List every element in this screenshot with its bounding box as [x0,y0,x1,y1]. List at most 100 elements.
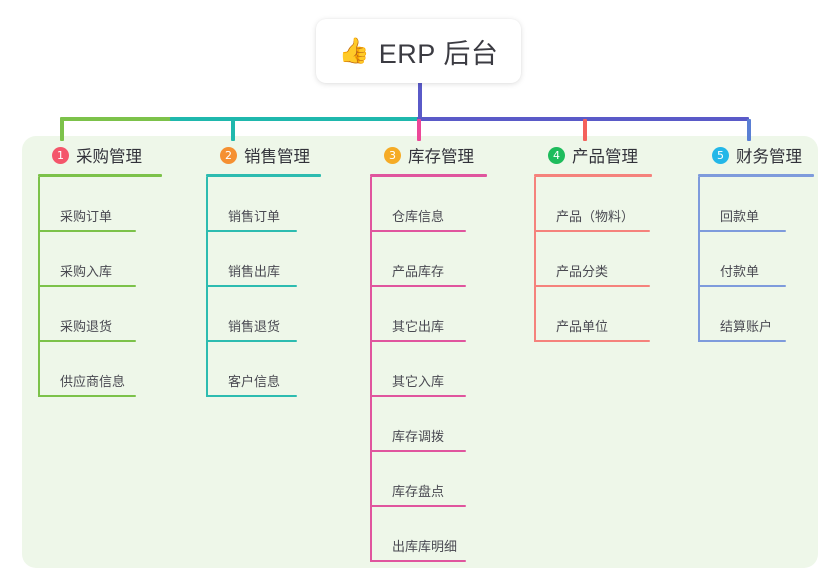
leaf-label: 产品单位 [556,319,609,334]
leaf-item[interactable]: 销售出库 [206,232,371,287]
leaf-underline [370,450,466,452]
leaf-label: 采购订单 [60,209,113,224]
diagram-board [22,136,818,568]
column-underline [38,174,162,177]
leaf-item[interactable]: 回款单 [698,177,838,232]
column-trunk-line [698,177,700,342]
connector-drop-col-1 [60,119,64,141]
column-sales: 2 销售管理销售订单销售出库销售退货客户信息 [206,136,371,397]
root-node[interactable]: 👍 ERP 后台 [316,19,521,83]
leaf-item[interactable]: 付款单 [698,232,838,287]
leaf-label: 产品分类 [556,264,609,279]
leaf-underline [370,560,466,562]
leaf-item[interactable]: 产品（物料） [534,177,704,232]
leaf-underline [698,340,786,342]
leaf-label: 仓库信息 [392,209,445,224]
column-number-badge: 2 [220,146,237,164]
column-number-badge: 4 [548,146,565,164]
column-title: 产品管理 [572,148,638,166]
leaf-item[interactable]: 产品库存 [370,232,540,287]
column-header-finance[interactable]: 5 财务管理 [698,136,838,174]
column-header-inventory[interactable]: 3 库存管理 [370,136,540,174]
connector-drop-col-2 [231,119,235,141]
column-header-purchase[interactable]: 1 采购管理 [38,136,203,174]
leaf-item[interactable]: 采购入库 [38,232,203,287]
leaf-item[interactable]: 产品分类 [534,232,704,287]
leaf-item[interactable]: 销售订单 [206,177,371,232]
leaf-label: 产品库存 [392,264,445,279]
column-trunk-line [38,177,40,397]
leaf-underline [38,395,136,397]
connector-rail-teal [170,117,419,121]
leaf-underline [206,395,297,397]
column-header-product[interactable]: 4 产品管理 [534,136,704,174]
leaf-underline [534,285,650,287]
column-title: 采购管理 [76,148,142,166]
leaf-item[interactable]: 客户信息 [206,342,371,397]
connector-rail-green [60,117,172,121]
leaf-underline [206,340,297,342]
column-header-sales[interactable]: 2 销售管理 [206,136,371,174]
leaf-underline [38,340,136,342]
leaf-item[interactable]: 其它入库 [370,342,540,397]
leaf-underline [38,230,136,232]
leaf-item[interactable]: 库存调拨 [370,397,540,452]
leaf-label: 其它入库 [392,374,445,389]
column-title: 库存管理 [408,148,474,166]
leaf-underline [206,285,297,287]
connector-drop-col-5 [747,119,751,141]
leaf-underline [38,285,136,287]
leaf-underline [206,230,297,232]
leaf-underline [534,230,650,232]
leaf-label: 产品（物料） [556,209,635,224]
column-trunk-line [534,177,536,342]
leaf-item[interactable]: 其它出库 [370,287,540,342]
leaf-item[interactable]: 库存盘点 [370,452,540,507]
leaf-item[interactable]: 销售退货 [206,287,371,342]
leaf-underline [534,340,650,342]
leaf-item[interactable]: 产品单位 [534,287,704,342]
leaf-label: 销售退货 [228,319,281,334]
leaf-underline [698,230,786,232]
leaf-label: 供应商信息 [60,374,126,389]
column-underline [534,174,652,177]
leaf-label: 其它出库 [392,319,445,334]
connector-root-stem [418,83,422,121]
column-product: 4 产品管理产品（物料） 产品分类产品单位 [534,136,704,342]
leaf-underline [370,285,466,287]
leaf-label: 采购退货 [60,319,113,334]
leaf-label: 出库库明细 [392,539,458,554]
leaf-label: 结算账户 [720,319,773,334]
column-number-badge: 1 [52,146,69,164]
column-inventory: 3 库存管理仓库信息产品库存其它出库其它入库库存调拨库存盘点出库库明细 [370,136,540,562]
leaf-label: 销售出库 [228,264,281,279]
connector-drop-col-3 [417,119,421,141]
leaf-item[interactable]: 采购订单 [38,177,203,232]
column-underline [206,174,321,177]
column-underline [698,174,814,177]
column-finance: 5 财务管理回款单付款单结算账户 [698,136,838,342]
leaf-label: 库存调拨 [392,429,445,444]
column-number-badge: 5 [712,146,729,164]
column-trunk-line [206,177,208,397]
root-title: ERP 后台 [378,38,499,69]
leaf-label: 销售订单 [228,209,281,224]
column-title: 财务管理 [736,148,802,166]
leaf-underline [370,505,466,507]
column-number-badge: 3 [384,146,401,164]
leaf-label: 付款单 [720,264,760,279]
column-purchase: 1 采购管理采购订单采购入库采购退货供应商信息 [38,136,203,397]
leaf-item[interactable]: 出库库明细 [370,507,540,562]
leaf-item[interactable]: 供应商信息 [38,342,203,397]
leaf-label: 回款单 [720,209,760,224]
column-title: 销售管理 [244,148,310,166]
leaf-label: 采购入库 [60,264,113,279]
connector-drop-col-4 [583,119,587,141]
leaf-item[interactable]: 采购退货 [38,287,203,342]
leaf-label: 客户信息 [228,374,281,389]
thumbs-up-icon: 👍 [338,36,370,65]
leaf-item[interactable]: 结算账户 [698,287,838,342]
leaf-item[interactable]: 仓库信息 [370,177,540,232]
leaf-label: 库存盘点 [392,484,445,499]
